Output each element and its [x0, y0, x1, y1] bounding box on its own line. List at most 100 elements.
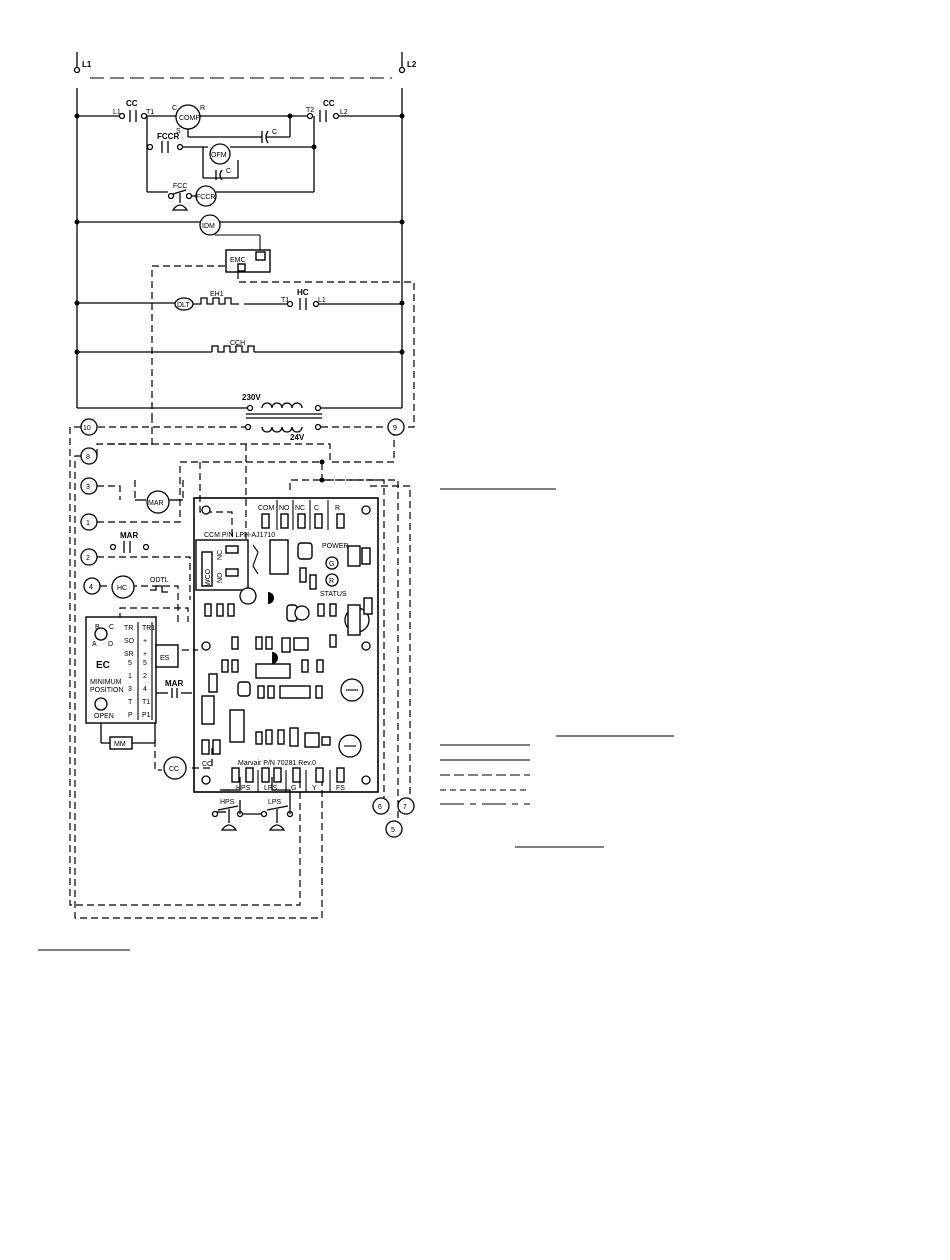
ec-d: D: [108, 641, 113, 648]
ccm-module: CCM P/N LPH-AJ1710 WCO NC NO: [195, 532, 275, 591]
terminal-7-label: 7: [403, 804, 407, 811]
l1-label: L1: [82, 60, 92, 69]
rail-dots: [74, 113, 405, 355]
terminal-10-label: 10: [83, 425, 91, 432]
dlt-label: DLT: [177, 302, 190, 309]
indoor-blower-motor: [199, 214, 221, 236]
min-pos-label: MINIMUM: [90, 679, 122, 686]
terminal-8: 8: [80, 447, 98, 465]
odtl-label: ODTL: [150, 577, 169, 584]
v230-label: 230V: [242, 393, 261, 402]
eh1-label: EH1: [210, 291, 224, 298]
terminal-7: 7: [397, 797, 415, 815]
ec-term-t1: T1: [142, 699, 150, 706]
mar-coil: MAR: [134, 480, 184, 514]
term-y: Y: [312, 785, 317, 792]
cc-l1-label: L1: [113, 109, 121, 116]
ec-term-2: 2: [143, 673, 147, 680]
wco-label: WCO: [205, 568, 212, 586]
l2-label: L2: [407, 60, 417, 69]
term-lps: LPS: [264, 785, 278, 792]
emc-label: EMC: [230, 257, 246, 264]
fcc-label: FCC: [173, 183, 187, 190]
es-label: ES: [160, 655, 170, 662]
terminal-10: 10: [80, 418, 98, 436]
board-cc-terminal: CC: [201, 739, 221, 768]
ec-term-1: 1: [128, 673, 132, 680]
board-part-label: Marvair P/N 70281 Rev.0: [238, 760, 316, 767]
cc-label-left: CC: [126, 99, 138, 108]
comp-c-label: C: [172, 105, 177, 112]
terminal-5: 5: [385, 820, 403, 838]
min-pos-label-2: POSITION: [90, 687, 123, 694]
ec-term-plus: +: [143, 638, 147, 645]
ofm-label: OFM: [211, 152, 227, 159]
board-top-terminals: COM NO NC C R: [258, 500, 345, 530]
terminal-6: 6: [372, 797, 390, 815]
board-cc-label: CC: [202, 761, 212, 768]
wiring-dots: [319, 459, 325, 483]
economizer-controller: B C A D EC MINIMUM POSITION OPEN TR SO S…: [85, 616, 157, 724]
low-voltage-wiring: [69, 265, 415, 919]
terminal-2: 2: [80, 548, 98, 566]
ec-label: EC: [96, 660, 110, 671]
pressure-switches: HPS LPS: [211, 777, 294, 831]
ec-term-tr1: TR1: [142, 625, 155, 632]
lps-label: LPS: [268, 799, 282, 806]
fccr-coil-label: FCCR: [196, 194, 215, 201]
enthalpy-sensor: ES: [155, 644, 179, 668]
terminal-3-label: 3: [86, 484, 90, 491]
ec-left-terminals: TR SO SR 5 1 3 T P: [124, 625, 135, 719]
mar-coil-label: MAR: [148, 500, 164, 507]
ec-term-p1: P1: [142, 712, 151, 719]
hc-coil-label: HC: [117, 585, 127, 592]
terminal-9: 9: [387, 418, 405, 436]
term-hps: HPS: [236, 785, 251, 792]
ofm-cap-label: C: [226, 168, 231, 175]
hc-coil: HC ODTL: [111, 575, 169, 599]
terminal-5-label: 5: [391, 827, 395, 834]
cc-coil-label: CC: [169, 766, 179, 773]
term-fs: FS: [336, 785, 345, 792]
terminal-1: 1: [80, 513, 98, 531]
fan-branch: FCCR OFM C FCC FCCR: [146, 116, 317, 211]
ec-c: C: [109, 624, 114, 631]
power-led-label: POWER: [322, 543, 348, 550]
term-r: R: [335, 505, 340, 512]
compressor-rung: CC L1 T1 COMP C R S C T2 CC L2: [77, 99, 402, 144]
power-led-g: G: [329, 561, 334, 568]
legend-rules: [38, 488, 674, 951]
terminal-3: 3: [80, 477, 98, 495]
fccr-coil: [195, 185, 217, 207]
ec-term-3: 3: [128, 686, 132, 693]
terminal-9-label: 9: [393, 425, 397, 432]
ec-term-5b: 5: [143, 660, 147, 667]
ec-term-tr: TR: [124, 625, 133, 632]
ec-b: B: [95, 624, 100, 631]
mar-contact-3-label: MAR: [165, 679, 183, 688]
cch-label: CCH: [230, 340, 245, 347]
ec-term-4: 4: [143, 686, 147, 693]
fccr-contact-label: FCCR: [157, 132, 179, 141]
ec-term-5: 5: [128, 660, 132, 667]
status-led-r: R: [329, 578, 334, 585]
heater-rung: DLT EH1 HC T1 L1: [77, 288, 402, 311]
hc-l1-label: L1: [318, 297, 326, 304]
hc-contact-label: HC: [297, 288, 309, 297]
ec-term-so: SO: [124, 638, 135, 645]
board-bottom-terminals: HPS LPS G Y FS: [231, 767, 345, 792]
line-l2: L2: [398, 52, 417, 408]
cc-t1-label: T1: [146, 109, 154, 116]
outdoor-fan-motor: [209, 143, 231, 165]
ec-term-sr: SR: [124, 651, 134, 658]
terminal-1-label: 1: [86, 520, 90, 527]
hc-t1-label: T1: [281, 297, 289, 304]
ccm-label: CCM P/N LPH-AJ1710: [204, 532, 275, 539]
ec-a: A: [92, 641, 97, 648]
no-label: NO: [217, 572, 224, 583]
comp-r-label: R: [200, 105, 205, 112]
cc-l2-label: L2: [340, 109, 348, 116]
term-nc: NC: [295, 505, 305, 512]
idm-rung: IDM EMC: [77, 214, 402, 273]
cc-t2-label: T2: [306, 107, 314, 114]
